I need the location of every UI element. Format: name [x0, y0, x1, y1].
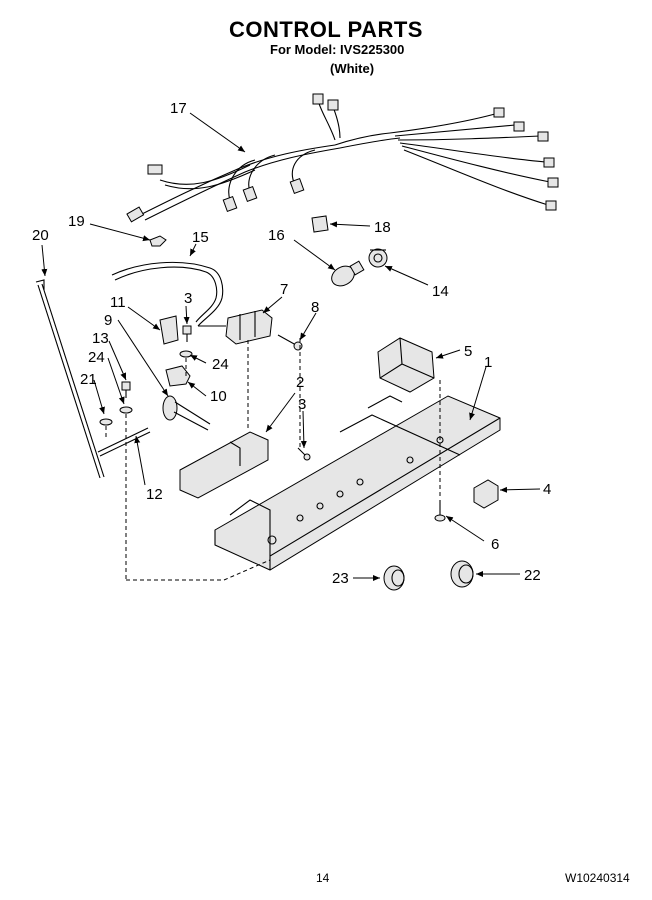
control-knob-shaft: [162, 395, 211, 431]
callout-6: 6: [491, 536, 499, 553]
switch: [473, 479, 499, 509]
callout-7: 7: [280, 281, 288, 298]
callout-15: 15: [192, 229, 209, 246]
washer-upper: [179, 350, 193, 358]
page-title: CONTROL PARTS: [229, 17, 423, 42]
callout-1: 1: [484, 354, 492, 371]
callout-24-left: 24: [88, 349, 105, 366]
mounting-bracket: [159, 315, 179, 345]
callout-4: 4: [543, 481, 551, 498]
callout-3-upper: 3: [184, 290, 192, 307]
knob-large: [450, 560, 474, 588]
wire-clip: [149, 235, 167, 247]
light-socket: [368, 248, 388, 268]
callout-22: 22: [524, 567, 541, 584]
callout-13: 13: [92, 330, 109, 347]
screw: [277, 334, 303, 351]
control-rod: [35, 279, 105, 479]
lever-arm: [97, 427, 151, 457]
callout-21: 21: [80, 371, 97, 388]
damper-bracket: [165, 365, 191, 387]
screw-housing: [434, 500, 446, 522]
relay: [377, 337, 435, 393]
control-housing: [214, 395, 501, 571]
callout-20: 20: [32, 227, 49, 244]
tubing: [111, 261, 224, 327]
document-number: W10240314: [565, 871, 630, 885]
callout-16: 16: [268, 227, 285, 244]
callout-24-right: 24: [212, 356, 229, 373]
callout-23: 23: [332, 570, 349, 587]
callout-19: 19: [68, 213, 85, 230]
callout-17: 17: [170, 100, 187, 117]
wire-harness: [126, 93, 559, 223]
callout-11: 11: [110, 294, 126, 311]
model-line: For Model: IVS225300: [270, 42, 405, 57]
screw-lower: [121, 381, 131, 398]
knob-small: [383, 565, 405, 591]
callout-9: 9: [104, 312, 112, 329]
callout-2: 2: [296, 374, 304, 391]
light-bulb: [331, 260, 365, 287]
thermostat: [198, 309, 273, 345]
leader-lines: [41, 112, 541, 581]
screw-bracket: [297, 447, 311, 461]
callout-8: 8: [311, 299, 319, 316]
screw-upper: [182, 325, 192, 342]
washer-lower-b: [99, 418, 113, 426]
socket-bracket: [311, 215, 329, 233]
callout-10: 10: [210, 388, 227, 405]
callout-3-lower: 3: [298, 396, 306, 413]
page-number: 14: [316, 871, 330, 885]
switch-bracket: [179, 431, 269, 499]
assembly-lines: [105, 338, 441, 581]
callout-5: 5: [464, 343, 472, 360]
callout-labels: 17 19 15 20 18 16 14 7 8 3 11 9 13 24 24…: [32, 100, 551, 587]
callout-18: 18: [374, 219, 391, 236]
color-line: (White): [330, 61, 375, 76]
washer-lower-a: [119, 406, 133, 414]
callout-14: 14: [432, 283, 449, 300]
callout-12: 12: [146, 486, 163, 503]
